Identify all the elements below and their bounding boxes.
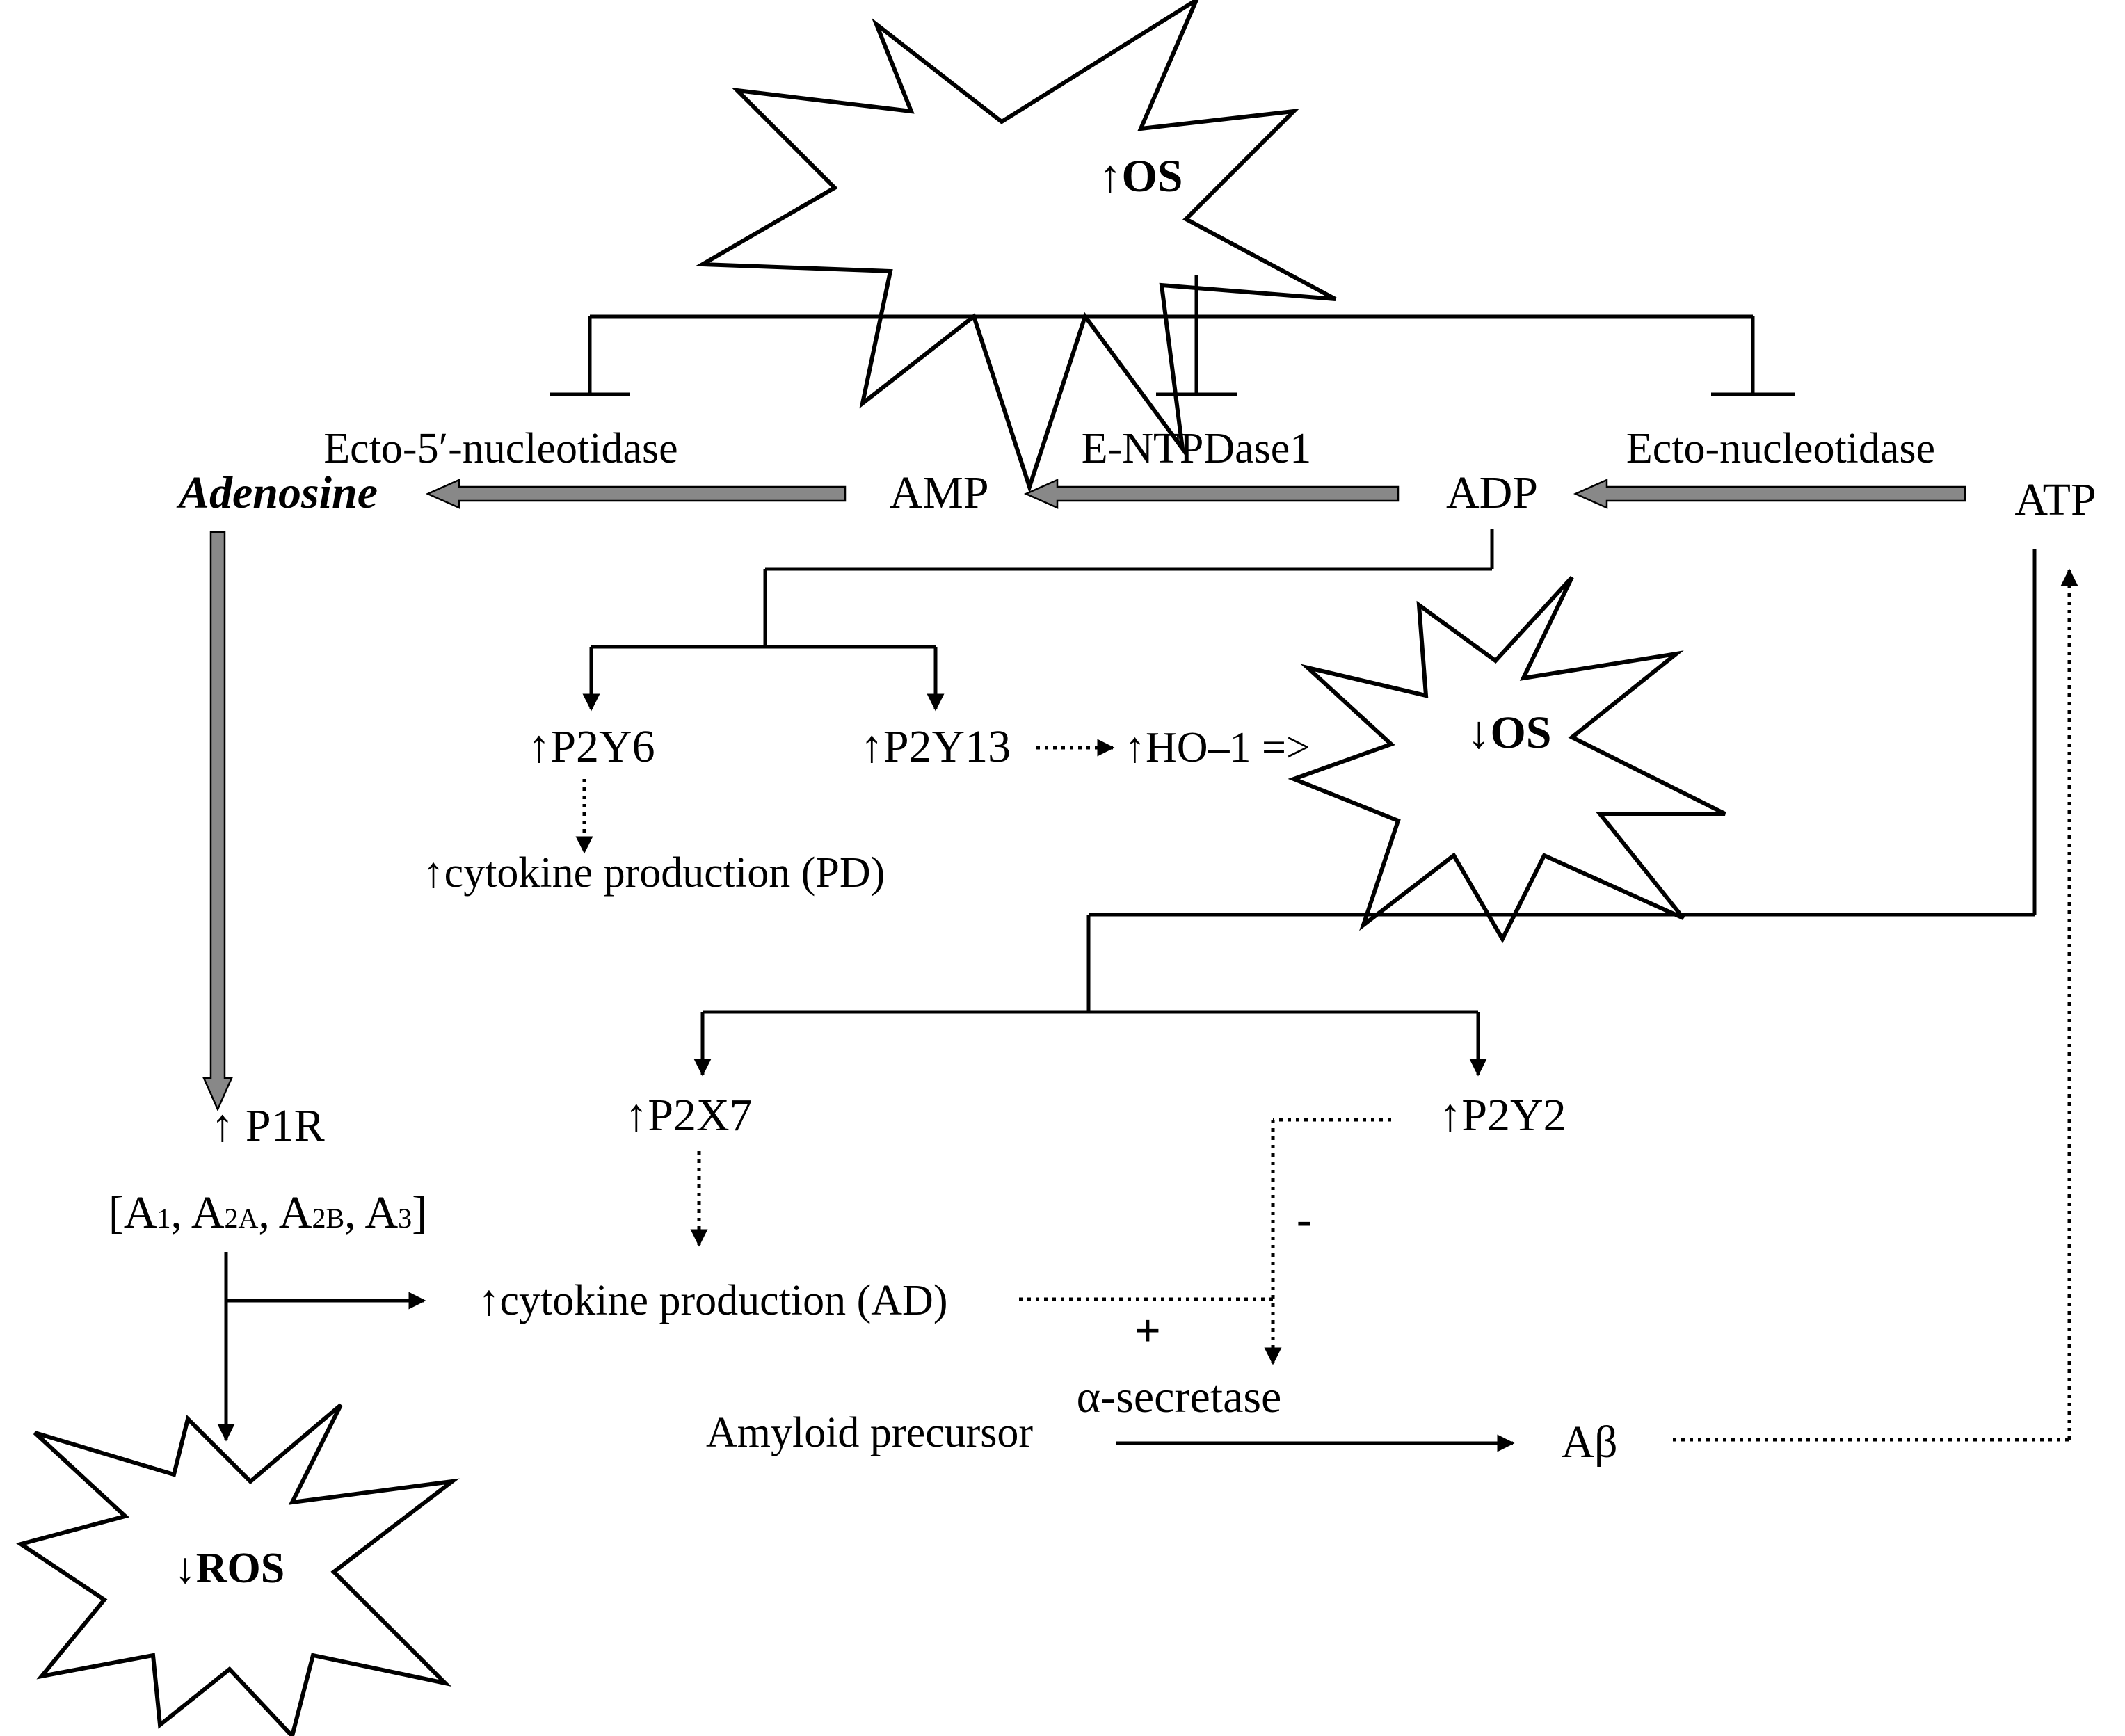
os-down-label: ↓OS: [1467, 707, 1551, 758]
node-p2y2: ↑P2Y2: [1438, 1090, 1566, 1141]
node-adp: ADP: [1446, 467, 1538, 518]
node-p2y13: ↑P2Y13: [860, 721, 1011, 772]
p1r-outputs: [217, 1252, 426, 1442]
node-amyloid-precursor: Amyloid precursor: [706, 1409, 1033, 1456]
p1r-subtypes: [A1, A2A, A2B, A3]: [109, 1187, 427, 1238]
p2y2-to-alpha-secretase: [1264, 1118, 1391, 1365]
arrow-adenosine-to-p1r: [202, 531, 233, 1112]
os-up-label: ↑OS: [1098, 151, 1182, 202]
os-down-burst: [1288, 575, 1726, 944]
node-amp: AMP: [889, 467, 988, 518]
node-p2y6: ↑P2Y6: [527, 721, 655, 772]
abeta-to-atp-feedback: [1673, 568, 2078, 1442]
sign-minus: -: [1297, 1194, 1312, 1245]
adp-branch-connector: [582, 529, 1494, 712]
enzyme-entpdase1: E-NTPDase1: [1082, 425, 1312, 472]
node-abeta: Aβ: [1561, 1417, 1617, 1468]
arrow-adp-to-amp: [1023, 479, 1400, 509]
node-atp: ATP: [2014, 474, 2096, 525]
enzyme-alpha-secretase: α-secretase: [1077, 1372, 1282, 1422]
node-p2x7: ↑P2X7: [625, 1090, 752, 1141]
ros-down-label: ↓ROS: [175, 1545, 284, 1592]
os-inhibition-bracket: [550, 275, 1795, 396]
ros-down-burst: [15, 1403, 460, 1736]
arrow-atp-to-adp: [1573, 479, 1966, 509]
arrow-amp-to-adenosine: [425, 479, 847, 509]
node-ho1: ↑HO–1 =>: [1124, 724, 1310, 771]
enzyme-ecto-nucleotidase: Ecto-nucleotidase: [1626, 425, 1935, 472]
atp-branch-connector: [693, 549, 2037, 1077]
node-cytokine-ad: ↑cytokine production (AD): [479, 1277, 948, 1324]
sign-plus: +: [1134, 1305, 1161, 1356]
enzyme-ecto5-nucleotidase: Ecto-5′-nucleotidase: [323, 425, 677, 472]
node-p1r: ↑ P1R: [211, 1100, 324, 1151]
node-adenosine: Adenosine: [176, 467, 378, 518]
os-up-burst: [695, 0, 1337, 494]
node-cytokine-pd: ↑cytokine production (PD): [423, 849, 885, 897]
